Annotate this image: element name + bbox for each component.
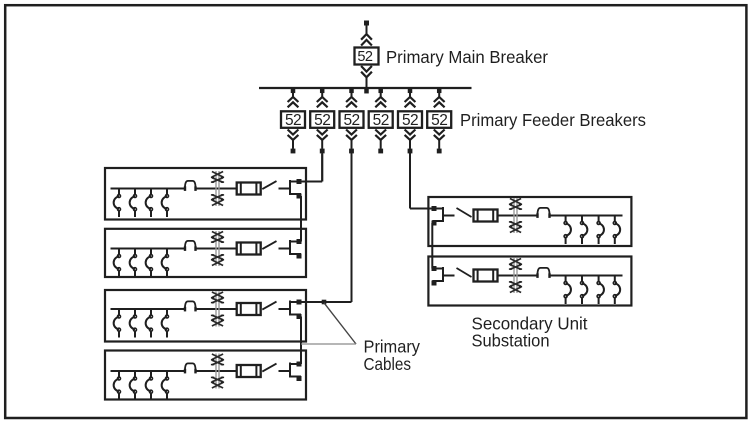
svg-text:Substation: Substation <box>472 331 550 351</box>
svg-text:Primary: Primary <box>364 337 421 357</box>
svg-text:52: 52 <box>314 112 330 129</box>
svg-text:Cables: Cables <box>364 354 412 374</box>
svg-text:52: 52 <box>343 112 359 129</box>
svg-text:Secondary Unit: Secondary Unit <box>472 314 588 334</box>
svg-text:52: 52 <box>373 112 389 129</box>
svg-text:52: 52 <box>357 49 373 65</box>
svg-text:52: 52 <box>285 112 301 129</box>
svg-text:52: 52 <box>431 112 447 129</box>
svg-text:Primary Main Breaker: Primary Main Breaker <box>386 47 548 67</box>
svg-text:52: 52 <box>402 112 418 129</box>
svg-text:Primary Feeder Breakers: Primary Feeder Breakers <box>460 110 646 130</box>
